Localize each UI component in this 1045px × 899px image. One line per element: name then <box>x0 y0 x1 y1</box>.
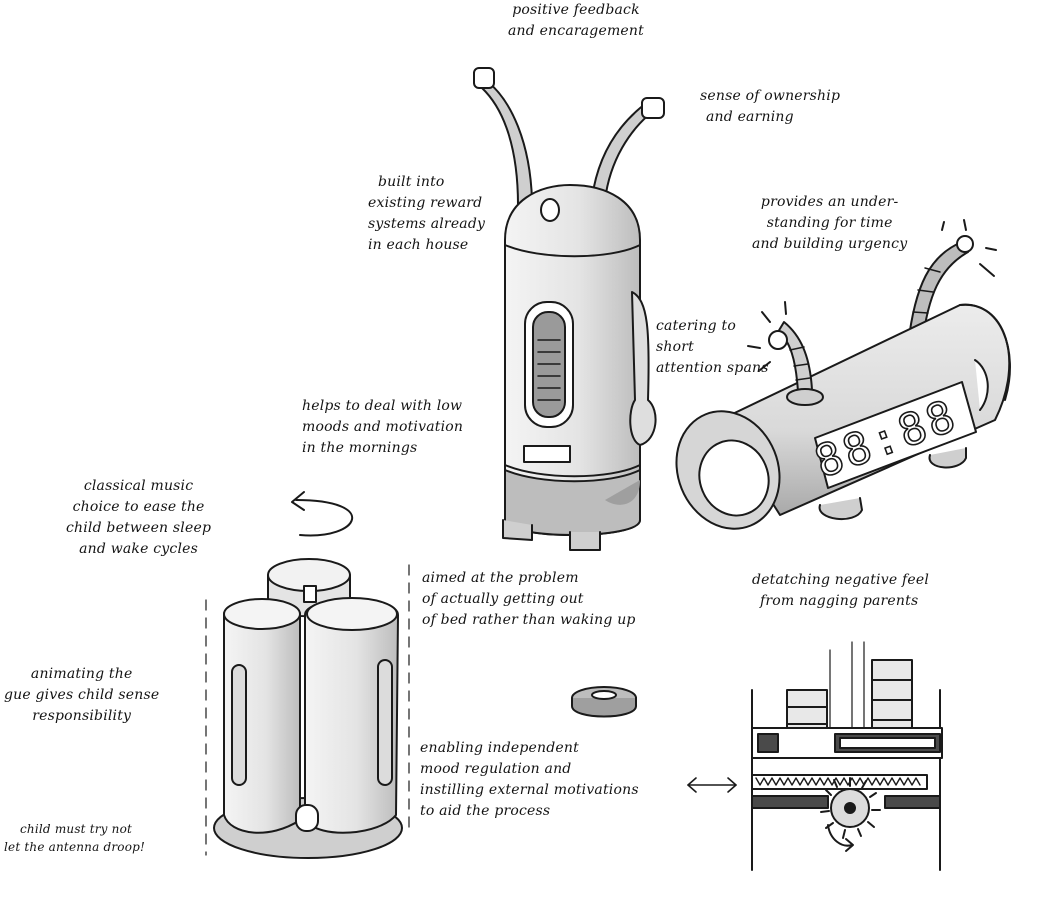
note-classical-music: classical music choice to ease the child… <box>66 478 212 557</box>
clock-display-panel <box>814 381 977 489</box>
note-animating: animating the gue gives child sense resp… <box>4 666 160 724</box>
note-mood-regulation: enabling independent mood regulation and… <box>420 740 639 819</box>
clock-alarm-drawing <box>675 219 1011 530</box>
note-attention-spans: catering to short attention spans <box>656 318 769 376</box>
note-antenna-droop: child must try not let the antenna droop… <box>4 822 146 854</box>
left-antenna-tip <box>473 67 495 89</box>
note-ownership: sense of ownership and earning <box>700 88 841 125</box>
robot-alarm-drawing <box>473 67 665 551</box>
ring-drawing <box>571 686 637 718</box>
note-low-moods: helps to deal with low moods and motivat… <box>302 398 464 456</box>
note-getting-out-of-bed: aimed at the problem of actually getting… <box>422 570 636 628</box>
note-reward-systems: built into existing reward systems alrea… <box>368 174 486 253</box>
right-antenna-tip <box>641 97 665 119</box>
note-time-understanding: provides an under- standing for time and… <box>752 194 908 252</box>
tube-cluster-alarm-drawing <box>205 491 410 859</box>
note-positive-feedback: positive feedback and encaragement <box>508 2 644 39</box>
note-nagging-parents: detatching negative feel from nagging pa… <box>752 572 929 609</box>
shelf-mechanism-drawing <box>687 641 943 871</box>
